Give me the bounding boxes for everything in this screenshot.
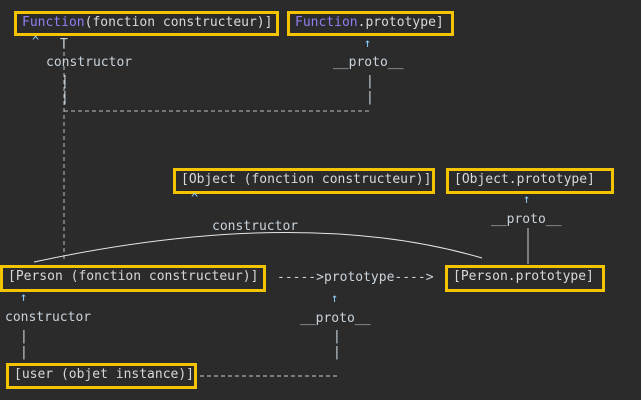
proto-top-pipe-1: | — [366, 74, 374, 89]
person-up-arrow-icon: ↑ — [20, 290, 28, 304]
proto-bottom-up-arrow-icon: ↑ — [331, 291, 339, 305]
function-constructor-text: (fonction constructeur)] — [84, 15, 273, 30]
constructor-label-top: constructor — [46, 55, 133, 70]
proto-label-object: __proto__ — [491, 212, 562, 227]
function-constructor-box: Function(fonction constructeur)] — [14, 11, 279, 36]
object-proto-up-arrow-icon: ↑ — [523, 192, 531, 206]
function-caret-left: ^ — [32, 34, 40, 48]
user-instance-text: [user (objet instance)] — [14, 367, 195, 382]
function-keyword: Function — [22, 15, 85, 30]
object-prototype-box: [Object.prototype] — [446, 168, 614, 194]
object-constructor-box: [Object (fonction constructeur)] — [173, 168, 435, 194]
constructor-top-pipe-2: | — [61, 90, 69, 105]
function-prototype-text: .prototype] — [357, 15, 444, 30]
object-prototype-text: [Object.prototype] — [454, 172, 595, 187]
function-prototype-box: Function.prototype] — [287, 11, 454, 36]
proto-top-pipe-2: | — [366, 90, 374, 105]
function-prototype-keyword: Function — [295, 15, 358, 30]
object-caret: ^ — [191, 191, 199, 205]
object-constructor-text: [Object (fonction constructeur)] — [181, 172, 432, 187]
person-constructor-text: [Person (fonction constructeur)] — [8, 269, 259, 284]
proto-top-up-arrow-icon: ↑ — [364, 36, 372, 50]
person-constructor-box: [Person (fonction constructeur)] — [0, 265, 266, 292]
constructor-label-bottom: constructor — [5, 310, 92, 325]
constructor-bottom-pipe-2: | — [20, 345, 28, 360]
constructor-curve — [33, 232, 483, 263]
proto-bottom-pipe-1: | — [333, 329, 341, 344]
proto-label-bottom: __proto__ — [300, 311, 371, 326]
constructor-label-mid: constructor — [212, 219, 299, 234]
person-prototype-box: [Person.prototype] — [445, 265, 605, 292]
prototype-link-label: ----->prototype----> — [277, 270, 434, 285]
user-instance-box: [user (objet instance)] — [6, 363, 197, 389]
proto-bottom-pipe-2: | — [333, 345, 341, 360]
constructor-bottom-pipe-1: | — [20, 329, 28, 344]
function-constructor-t: T — [60, 37, 68, 52]
proto-label-top: __proto__ — [333, 55, 404, 70]
constructor-top-pipe-1: | — [61, 74, 69, 89]
person-prototype-text: [Person.prototype] — [453, 269, 594, 284]
